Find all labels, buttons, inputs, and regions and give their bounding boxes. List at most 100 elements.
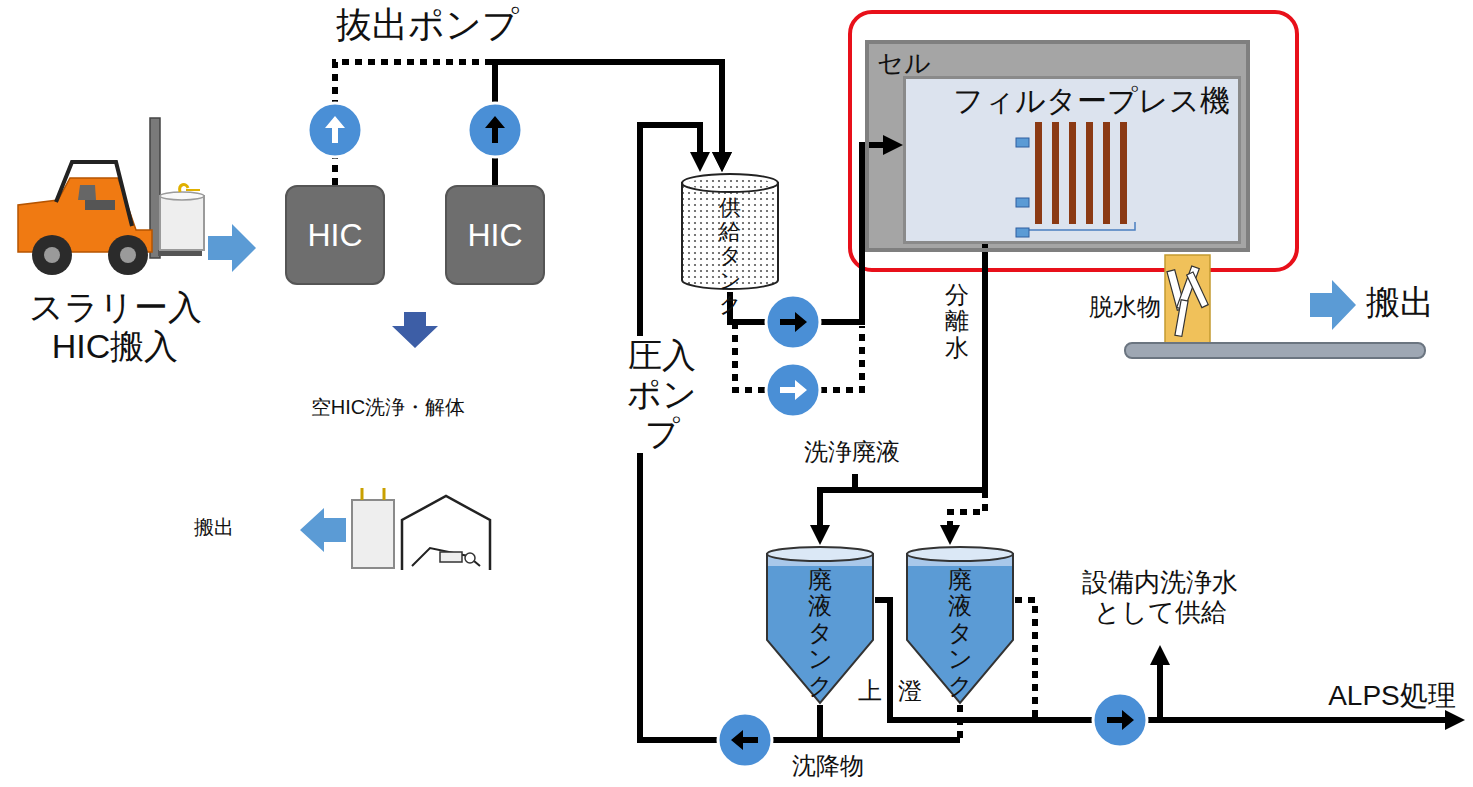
cell-enclosure: フィルタープレス機セル [865,40,1250,252]
tank-outline [907,547,1013,561]
text-label: 洗浄廃液 [800,438,904,466]
dewatered-product [1187,272,1209,308]
box-fill [865,40,1250,252]
conveyor [1125,343,1425,358]
highlight-outline [850,12,1297,270]
pump-symbol [1093,693,1147,747]
node-text: 廃液タンク [808,567,832,699]
filter-press: フィルタープレス機 [903,76,1241,244]
text-label-box: 脱水物 [1086,293,1164,321]
forklift-illustration [18,118,204,275]
flow-arrow [300,508,346,552]
text-label: 空HIC洗浄・解体 [288,396,488,419]
text-label-box: 設備内洗浄水 として供給 [1075,568,1245,628]
forklift-illustration [160,196,204,250]
edge-label-box: 沈降物 [792,750,864,782]
pump-symbol [485,116,505,143]
pipe-line [735,322,766,390]
pump-symbol [766,363,820,417]
pipe-line [735,322,1445,740]
text-label-box: 搬出 [186,516,242,539]
forklift-illustration [78,185,96,200]
node-text: フィルタープレス機 [953,81,1230,122]
pump-symbol [766,295,820,349]
filter-plates [1120,122,1127,224]
pump-symbol [325,116,345,143]
forklift-illustration [56,162,132,226]
pump-symbol [718,713,772,767]
filter-plates [1103,122,1110,224]
text-label: 搬出 [1358,283,1442,322]
text-label-box: ALPS処理 [1318,680,1466,712]
flow-connector [820,244,985,525]
pump-symbol [731,730,758,750]
forklift-illustration [44,247,60,263]
text-label: 設備内洗浄水 として供給 [1075,568,1245,628]
forklift-illustration [160,192,204,200]
dismantled-hic-icon [465,553,475,563]
filter-plates [1016,138,1029,147]
text-label: 搬出 [186,516,242,539]
text-label: スラリー入 HIC搬入 [15,288,215,366]
text-label: 上澄 [858,677,948,705]
supply-tank: 供給タンク [680,172,780,292]
dismantled-hic-icon [402,496,490,570]
filter-plates [1016,228,1029,237]
text-label-box: 搬出 [1358,283,1442,322]
forklift-illustration [120,247,136,263]
pump-symbol [468,103,522,157]
text-label-box: スラリー入 HIC搬入 [15,288,215,366]
dewatered-product [1175,300,1188,337]
text-label: 脱水物 [1086,293,1164,321]
forklift-illustration [85,200,115,210]
edge-label: 分離水 [945,282,969,361]
text-label-box: 抜出ポンプ [325,4,530,45]
dismantled-hic-icon [402,496,490,570]
pump-symbol [1107,710,1134,730]
tank-outline [686,178,774,190]
press-fill [903,76,1241,244]
pipe-line [1015,600,1035,720]
node-text: 廃液タンク [948,567,972,699]
forklift-illustration [108,235,148,275]
empty-hic-icon [352,488,394,568]
pump-symbol [308,103,362,157]
hic-container: HIC [445,185,545,285]
filter-plates [1016,198,1029,207]
pipe-line [820,326,862,390]
dismantled-hic-icon [440,552,462,562]
dismantled-hic-icon [412,548,480,566]
flow-arrow [392,312,438,348]
pump-symbol [766,295,820,349]
pump-symbol [780,380,807,400]
text-label-box: 空HIC洗浄・解体 [288,396,488,419]
empty-hic-icon [362,488,384,500]
node-text: HIC [307,217,362,254]
text-label: 抜出ポンプ [325,4,530,45]
node-text: 供給タンク [719,196,741,317]
filter-plates [1086,122,1093,224]
node-text: HIC [467,217,522,254]
text-label-box: 洗浄廃液 [800,438,904,466]
tank-outline [767,554,873,703]
empty-hic-icon [352,500,394,568]
tank-outline [767,547,873,561]
text-label: 圧入 ポンプ [606,336,718,453]
hic-container: HIC [285,185,385,285]
forklift-illustration [32,235,72,275]
dewatered-product [1165,255,1210,345]
node-text: セル [877,46,1238,81]
pump-symbol [718,713,772,767]
filter-plates [1016,122,1135,237]
filter-plates [1029,222,1135,230]
pump-symbol [308,103,362,157]
filter-plates [1052,122,1059,224]
pump-symbol [780,312,807,332]
tank-outline [682,174,778,192]
